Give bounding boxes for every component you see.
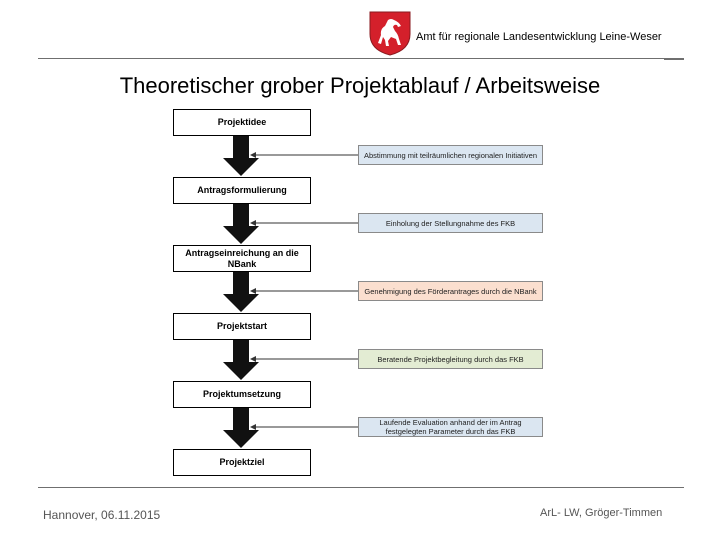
lower-saxony-horse-crest-icon <box>369 11 411 56</box>
note-stellungnahme: Einholung der Stellungnahme des FKB <box>358 213 543 233</box>
flow-arrow <box>223 204 259 244</box>
step-projektstart: Projektstart <box>173 313 311 340</box>
step-projektidee: Projektidee <box>173 109 311 136</box>
note-abstimmung: Abstimmung mit teilräumlichen regionalen… <box>358 145 543 165</box>
page-title: Theoretischer grober Projektablauf / Arb… <box>119 73 601 98</box>
flow-arrow <box>223 136 259 176</box>
note-projektbegleitung: Beratende Projektbegleitung durch das FK… <box>358 349 543 369</box>
note-evaluation: Laufende Evaluation anhand der im Antrag… <box>358 417 543 437</box>
flow-arrow <box>223 272 259 312</box>
flow-arrow <box>223 408 259 448</box>
flow-arrow <box>223 340 259 380</box>
header-divider-accent <box>664 59 684 60</box>
footer-author: ArL- LW, Gröger-Timmen <box>540 507 663 519</box>
footer-divider <box>38 487 684 488</box>
step-projektziel: Projektziel <box>173 449 311 476</box>
step-antragsformulierung: Antragsformulierung <box>173 177 311 204</box>
footer-date: Hannover, 06.11.2015 <box>43 508 161 522</box>
note-genehmigung: Genehmigung des Förderantrages durch die… <box>358 281 543 301</box>
step-antragseinreichung: Antragseinreichung an die NBank <box>173 245 311 272</box>
organization-name: Amt für regionale Landesentwicklung Lein… <box>416 31 662 43</box>
step-projektumsetzung: Projektumsetzung <box>173 381 311 408</box>
header-divider <box>38 58 684 59</box>
